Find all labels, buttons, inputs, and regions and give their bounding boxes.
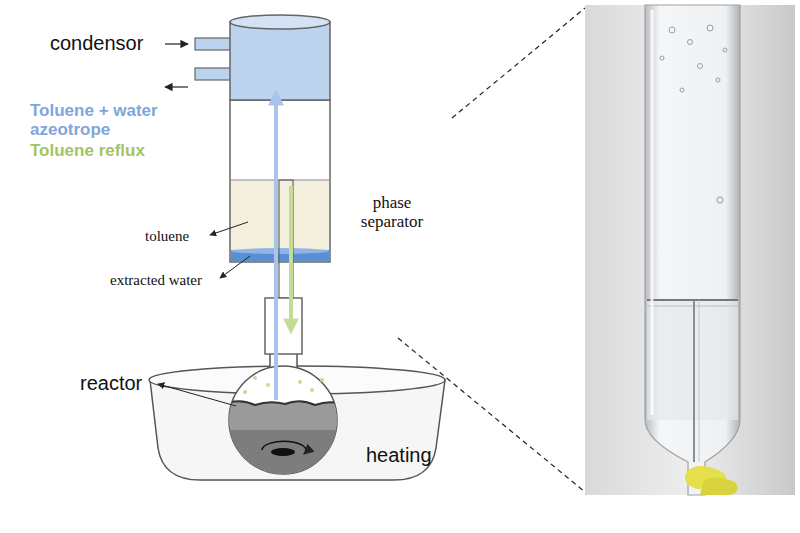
part-label: extracted water <box>110 272 202 289</box>
condenser <box>165 15 330 100</box>
dean-stark-column <box>230 100 330 354</box>
leader-line <box>158 384 236 406</box>
reflux-arrow <box>289 186 293 328</box>
photo-inset <box>585 5 795 495</box>
zoom-line <box>398 338 585 492</box>
leader-line <box>220 256 250 278</box>
vapour-arrow <box>274 96 278 400</box>
reactor-flask <box>225 352 345 490</box>
zoom-line <box>452 8 585 118</box>
flow-label: Toluene + water azeotrope <box>30 102 215 139</box>
part-label: toluene <box>145 228 189 245</box>
part-label: reactor <box>80 372 142 394</box>
leader-line <box>210 222 248 235</box>
part-label: condensor <box>50 32 143 54</box>
part-label: heating <box>366 444 432 466</box>
flow-label: Toluene reflux <box>30 142 145 161</box>
part-label: phase separator <box>342 194 442 231</box>
